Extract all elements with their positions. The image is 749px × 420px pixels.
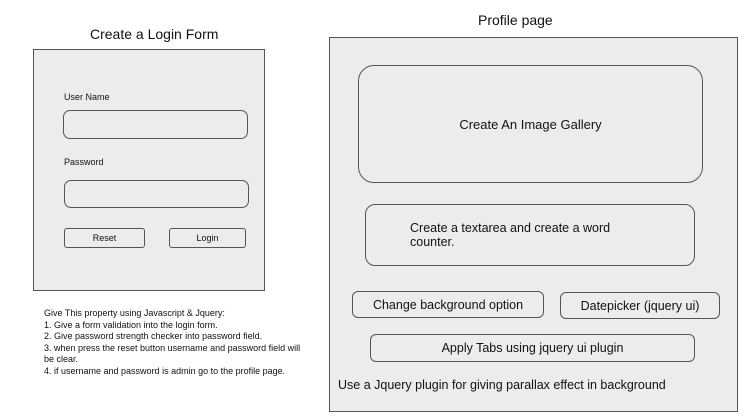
change-background-label: Change background option [372,297,524,312]
datepicker-button[interactable]: Datepicker (jquery ui) [560,292,720,319]
word-counter-line-1: Create a textarea and create a word [410,221,611,235]
datepicker-label: Datepicker (jquery ui) [580,298,700,313]
username-label: User Name [64,92,110,102]
profile-page-title: Profile page [478,12,553,28]
notes-item: 1. Give a form validation into the login… [44,319,218,330]
image-gallery-box: Create An Image Gallery [358,65,703,183]
username-field[interactable] [63,110,248,139]
password-field[interactable] [64,180,249,208]
word-counter-textarea-box: Create a textarea and create a word coun… [365,204,695,266]
login-form-title: Create a Login Form [90,26,219,42]
tabs-box: Apply Tabs using jquery ui plugin [370,334,695,362]
image-gallery-label: Create An Image Gallery [459,116,602,132]
login-form-panel: User Name Password Reset Login [33,49,265,291]
requirements-notes: Give This property using Javascript & Jq… [44,308,306,377]
change-background-button[interactable]: Change background option [352,291,544,318]
tabs-label: Apply Tabs using jquery ui plugin [441,341,624,355]
parallax-caption: Use a Jquery plugin for giving parallax … [338,378,666,392]
reset-button[interactable]: Reset [64,228,145,248]
notes-item: 2. Give password strength checker into p… [44,331,263,341]
login-button[interactable]: Login [169,228,246,248]
profile-page-panel: Create An Image Gallery Create a textare… [329,37,738,412]
word-counter-line-2: counter. [410,235,455,249]
notes-item: 3. when press the reset button username … [44,342,301,365]
notes-heading: Give This property using Javascript & Jq… [44,308,225,318]
password-label: Password [64,157,104,167]
notes-item: 4. if username and password is admin go … [44,365,286,376]
